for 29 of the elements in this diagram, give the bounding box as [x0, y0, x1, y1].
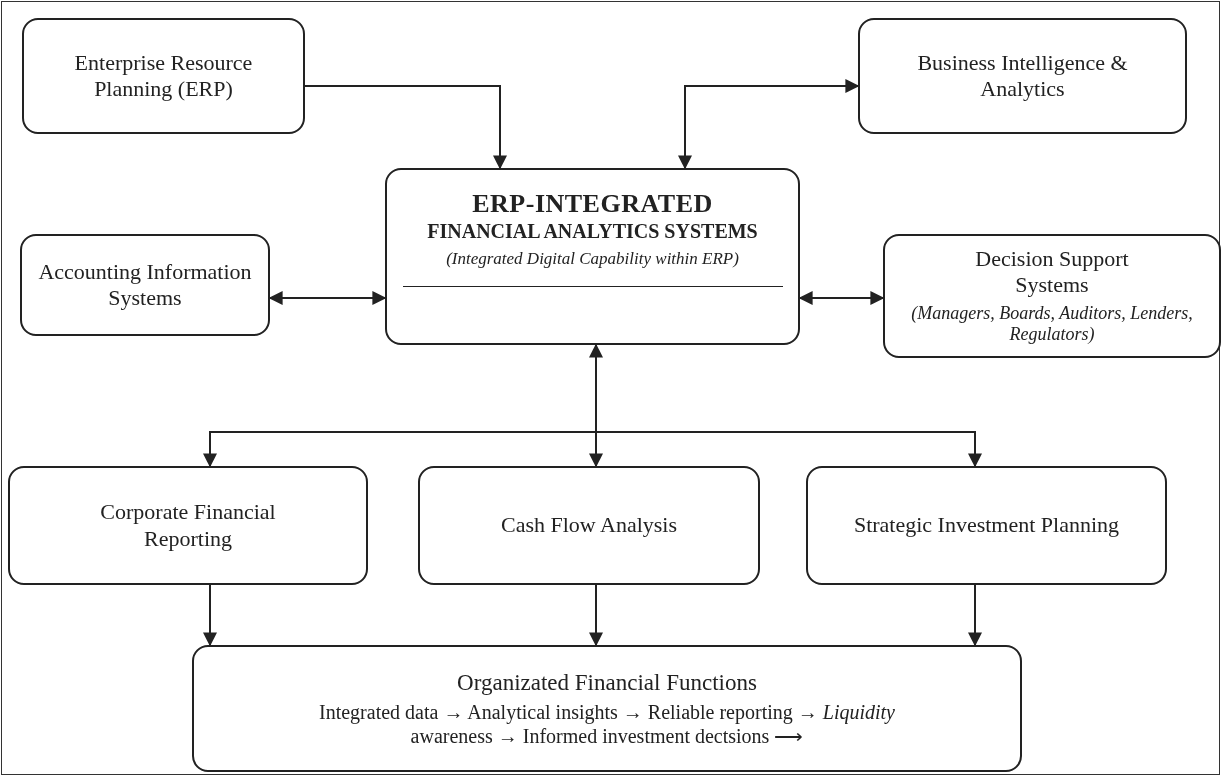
box-title: Strategic Investment Planning [853, 512, 1120, 539]
box-title: Organizated Financial Functions [457, 668, 757, 697]
box-subtitle: (Managers, Boards, Auditors, Lenders, Regulators) [910, 302, 1194, 346]
process-box [858, 18, 1187, 134]
process-box [806, 466, 1167, 585]
arrow [678, 79, 860, 170]
arrow [203, 584, 217, 647]
box-title: Decision Support Systems [974, 246, 1130, 299]
arrow [968, 584, 982, 647]
box-title: ERP-INTEGRATED [472, 188, 713, 220]
box-subtitle: FINANCIAL ANALYTICS SYSTEMS [427, 219, 758, 244]
arrow [268, 291, 387, 305]
box-title: Accounting Information Systems [37, 258, 253, 312]
process-box [418, 466, 760, 585]
box-title: Enterprise Resource Planning (ERP) [73, 49, 254, 103]
arrow [798, 291, 885, 305]
process-box [192, 645, 1022, 772]
process-box [883, 234, 1221, 358]
process-box [22, 18, 305, 134]
box-title: Corporate Financial Reporting [99, 499, 277, 552]
process-box [8, 466, 368, 585]
box-subtitle: Integrated data → Analytical insights → Reliable reporting → Liquidity awareness → Informed investment dectsions ⟶ [318, 700, 896, 749]
process-box [385, 168, 800, 345]
box-title: Cash Flow Analysis [501, 512, 677, 539]
box-subtitle: (Integrated Digital Capability within ERP) [446, 249, 739, 270]
box-title: Business Intelligence & Analytics [916, 49, 1129, 103]
arrow [304, 85, 507, 170]
process-box [20, 234, 270, 336]
arrow [589, 584, 603, 647]
